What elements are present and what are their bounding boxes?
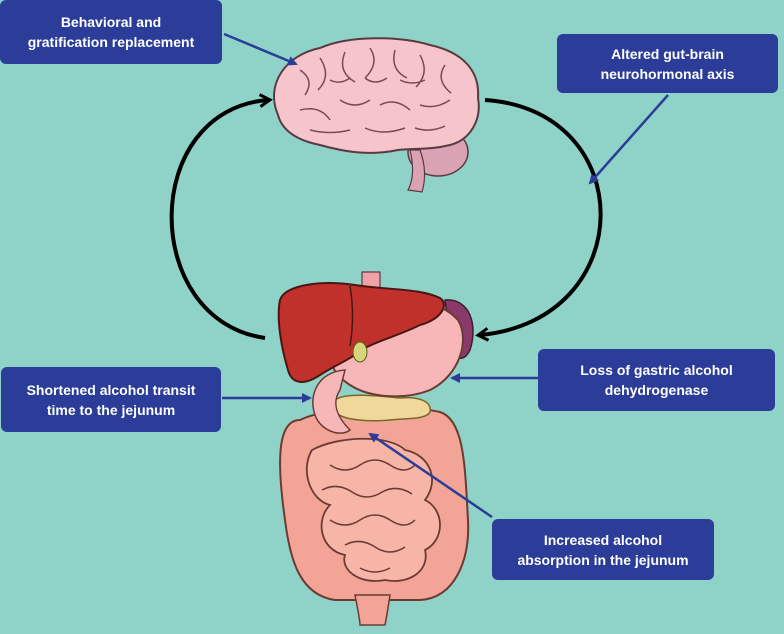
- cycle-arrow-left: [169, 93, 273, 340]
- label-behavioral-line-2: gratification replacement: [27, 34, 195, 50]
- cycle-arrow-right: [475, 98, 603, 342]
- pancreas-shape: [331, 394, 431, 422]
- rectum-shape: [354, 594, 391, 626]
- label-transit-line-1: Shortened alcohol transit: [26, 381, 196, 398]
- brain-illustration: [273, 37, 480, 193]
- digestive-system-illustration: [277, 271, 474, 626]
- label-transit-time: Shortened alcohol transit time to the je…: [1, 367, 221, 432]
- pointer-arrow-absorption: [368, 432, 493, 519]
- intestine-folds: [321, 459, 416, 573]
- label-gut-brain-axis: Altered gut-brain neurohormonal axis: [557, 34, 778, 93]
- label-gastric-line-2: dehydrogenase: [604, 382, 709, 398]
- cerebrum-shape: [273, 37, 480, 154]
- label-behavioral-line-1: Behavioral and: [60, 14, 162, 30]
- label-gastric-dehydrogenase: Loss of gastric alcohol dehydrogenase: [538, 349, 775, 411]
- label-gut-brain-line-1: Altered gut-brain: [611, 45, 724, 62]
- label-absorption-line-1: Increased alcohol: [543, 531, 663, 548]
- label-gut-brain-line-2: neurohormonal axis: [600, 65, 735, 82]
- liver-lobe-line: [349, 285, 354, 347]
- duodenum-shape: [312, 369, 352, 434]
- label-gastric-line-1: Loss of gastric alcohol: [580, 362, 733, 378]
- small-intestine-shape: [305, 437, 441, 582]
- label-jejunum-absorption: Increased alcohol absorption in the jeju…: [492, 519, 714, 580]
- brain-folds: [299, 47, 452, 134]
- label-transit-line-2: time to the jejunum: [46, 401, 176, 418]
- brainstem-shape: [407, 149, 426, 193]
- label-absorption-line-2: absorption in the jejunum: [517, 551, 689, 568]
- gallbladder-shape: [352, 341, 368, 363]
- pointer-arrow-behavioral: [223, 32, 298, 66]
- label-behavioral-replacement: Behavioral and gratification replacement: [0, 0, 222, 64]
- liver-shape: [277, 282, 445, 383]
- pointer-arrow-gut-brain: [588, 94, 669, 185]
